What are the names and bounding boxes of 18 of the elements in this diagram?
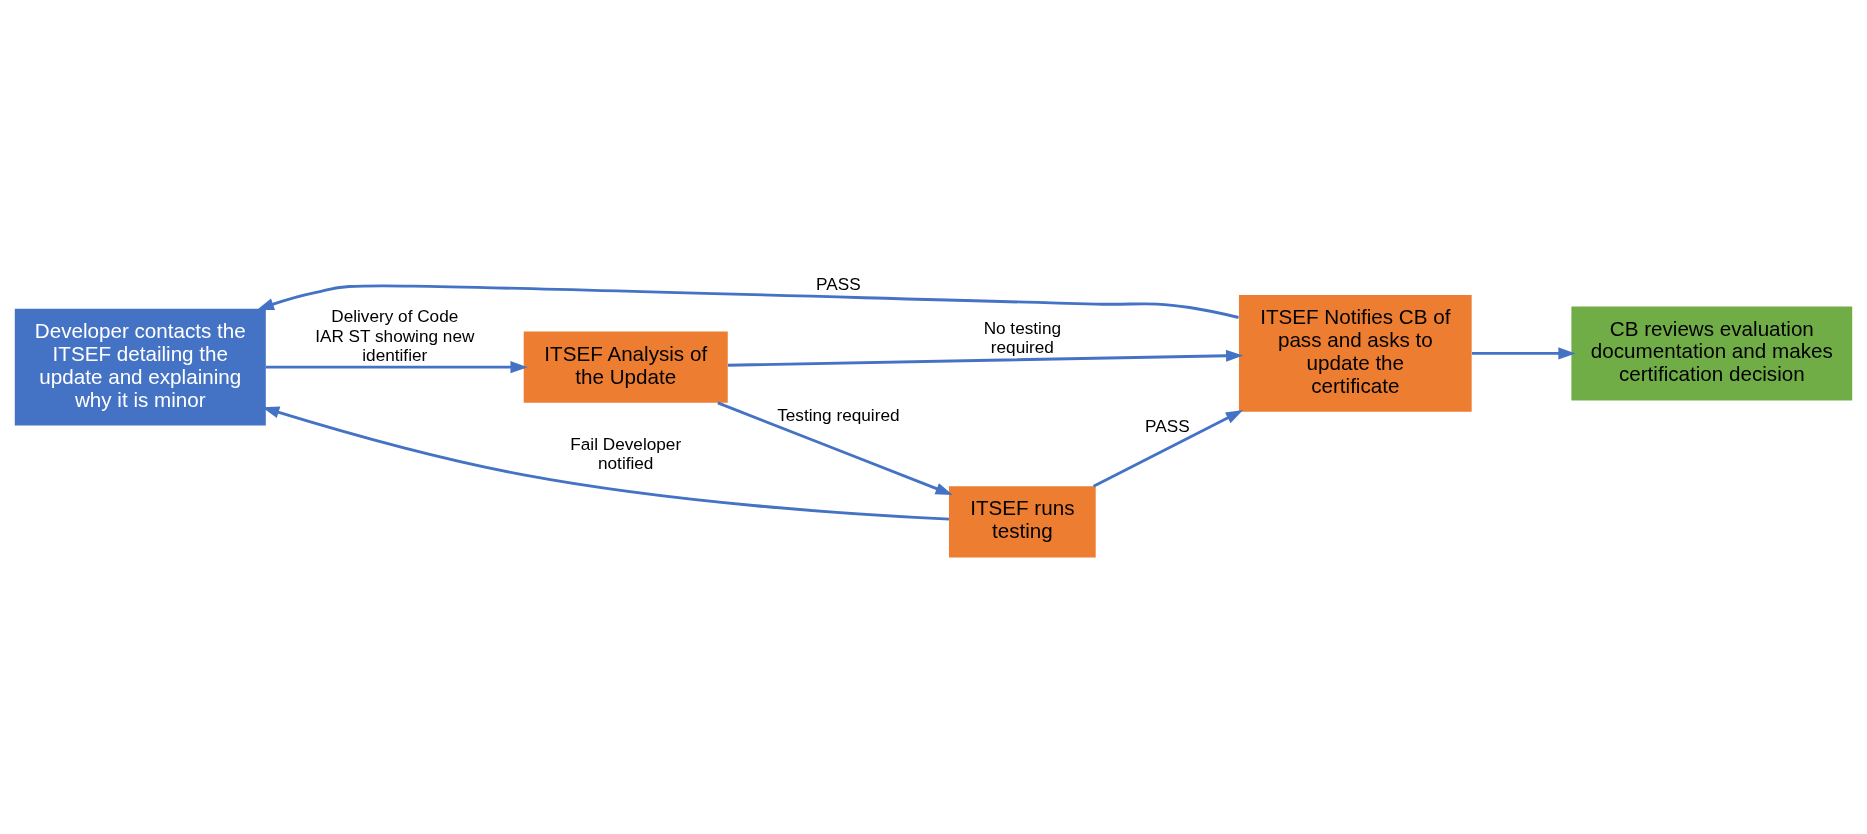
arrow bbox=[256, 284, 1239, 319]
edge-label: PASS bbox=[816, 274, 861, 295]
arrow bbox=[265, 361, 528, 374]
edge-label: No testing required bbox=[983, 317, 1062, 358]
arrow bbox=[262, 406, 950, 521]
node-box: ITSEF runs testing bbox=[948, 486, 1096, 558]
node-box: CB reviews evaluation documentation and makes certification decision bbox=[1571, 306, 1853, 401]
node-box: ITSEF Notifies CB of pass and asks to update the certificate bbox=[1238, 294, 1472, 412]
edge-label: Fail Developer notified bbox=[570, 433, 682, 474]
edge-label: Delivery of Code IAR ST showing new identifier bbox=[315, 306, 475, 366]
edge-label: Testing required bbox=[777, 405, 900, 426]
arrow bbox=[727, 349, 1244, 367]
arrow bbox=[717, 401, 953, 496]
node-box: ITSEF Analysis of the Update bbox=[523, 331, 728, 403]
arrow bbox=[1092, 409, 1244, 488]
node-box: Developer contacts the ITSEF detailing the update and explaining why it is minor bbox=[14, 308, 266, 426]
edge-label: PASS bbox=[1145, 416, 1190, 437]
arrow bbox=[1471, 347, 1576, 360]
